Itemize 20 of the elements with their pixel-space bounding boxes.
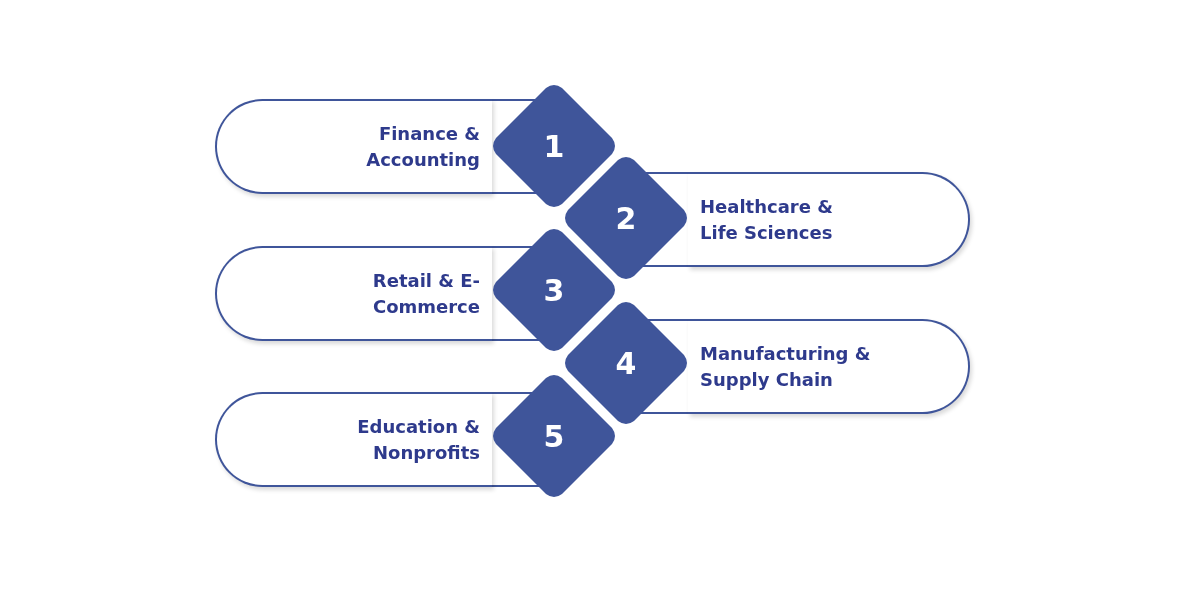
number-diamond (492, 84, 616, 208)
category-label: Retail & E-Commerce (371, 268, 480, 319)
category-label: Manufacturing & Supply Chain (700, 341, 872, 392)
number-diamond (492, 374, 616, 498)
category-pill (215, 246, 492, 341)
step-number: 5 (543, 418, 565, 454)
step-number: 4 (615, 345, 637, 381)
category-label: Healthcare & Life Sciences (700, 194, 834, 245)
number-diamond (492, 228, 616, 352)
step-number: 2 (615, 200, 637, 236)
category-label: Education & Nonprofits (356, 414, 480, 465)
number-diamond (564, 301, 688, 425)
number-diamond (564, 156, 688, 280)
step-number: 3 (543, 272, 565, 308)
step-number: 1 (543, 128, 565, 164)
category-label: Finance & Accounting (365, 121, 480, 172)
category-pill (688, 319, 970, 414)
category-pill (215, 99, 492, 194)
category-pill (688, 172, 970, 267)
category-pill (215, 392, 492, 487)
